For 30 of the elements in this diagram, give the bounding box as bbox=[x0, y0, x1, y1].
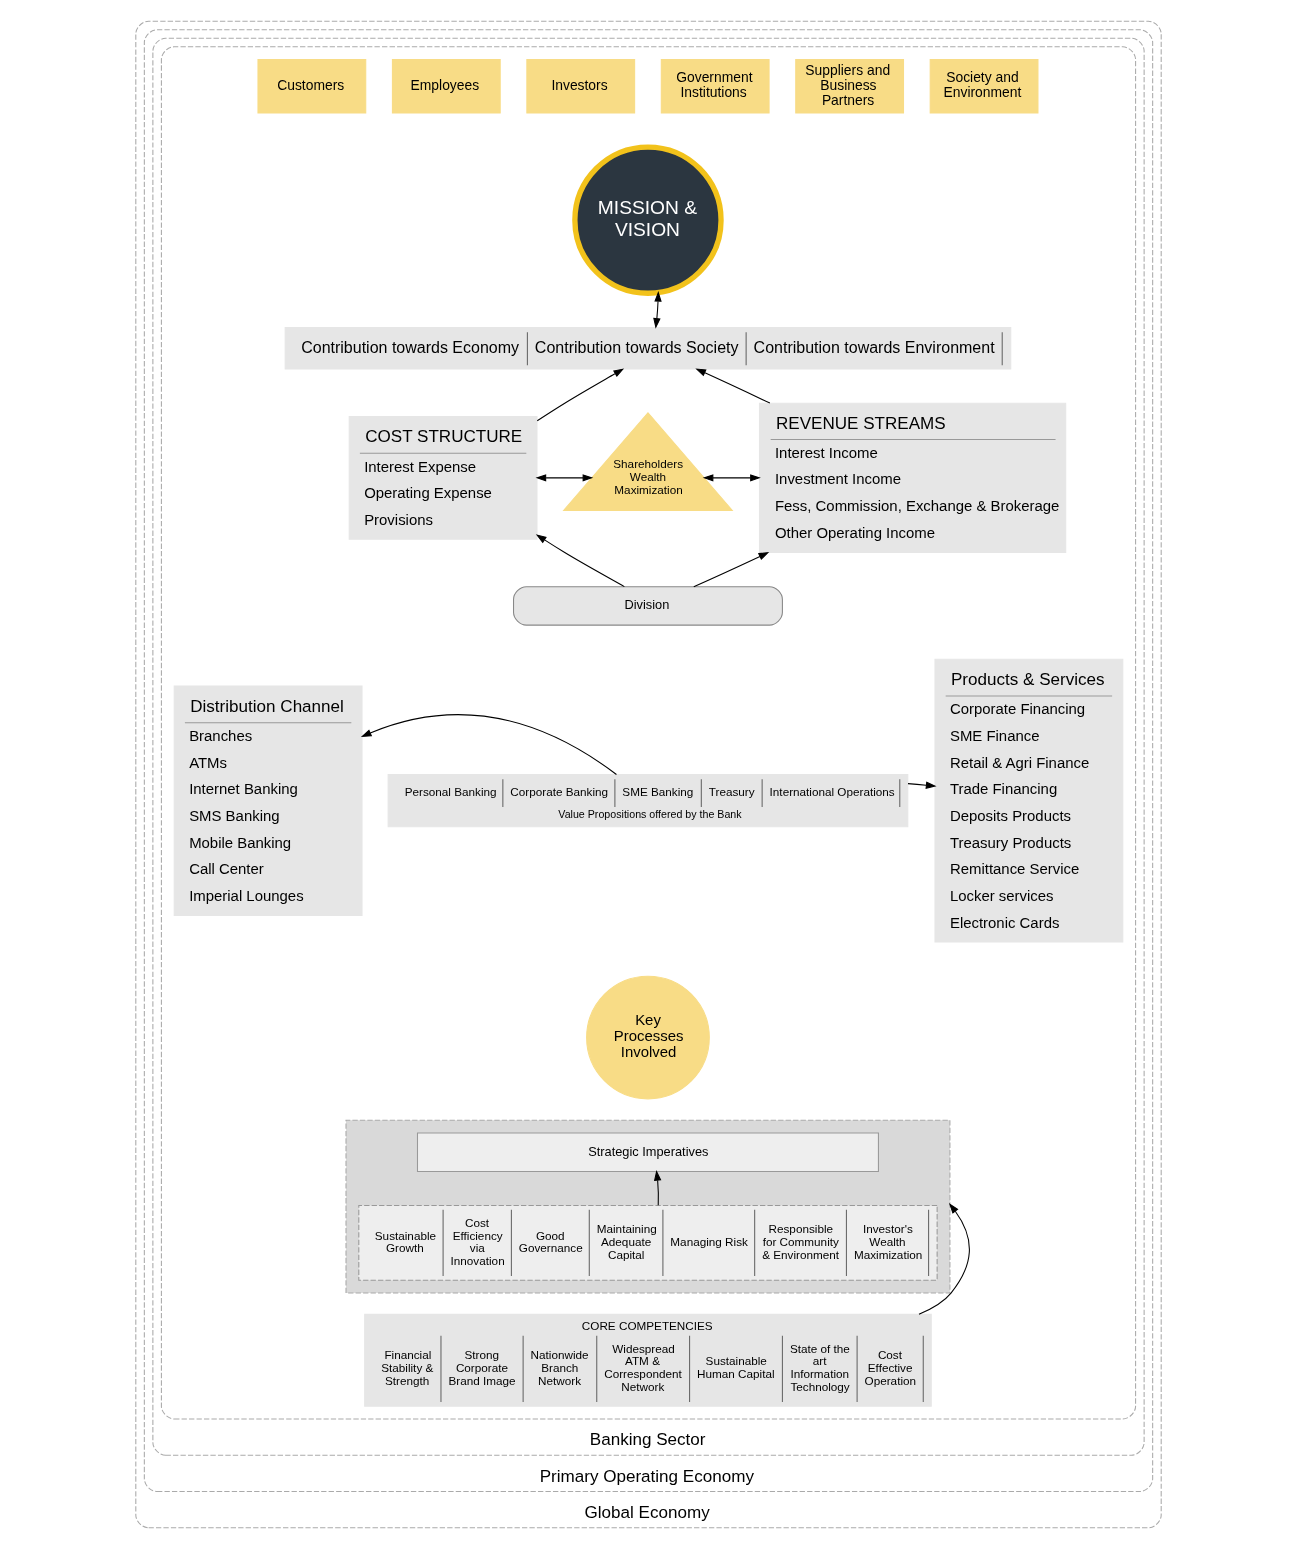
node-circle: Key Processes Involved bbox=[586, 975, 710, 1100]
arrow bbox=[695, 368, 771, 404]
node-box: Society and Environment bbox=[929, 59, 1039, 114]
arrow bbox=[702, 474, 761, 482]
node-box: Customers bbox=[257, 59, 367, 114]
node-box: Government Institutions bbox=[660, 59, 770, 114]
node-box: Distribution Channel Branches ATMs Internet Banking SMS Banking Mobile Banking Call Center Imperial Lounges bbox=[173, 685, 363, 916]
node-box: Personal Banking Corporate Banking SME Banking Treasury International Operations Value Propositions offered by the Bank bbox=[387, 773, 909, 828]
node-box: Suppliers and Business Partners bbox=[795, 59, 905, 114]
node-box: CORE COMPETENCIES Financial Stability & Strength Strong Corporate Brand Image Nationwide Branch Network Widespread ATM & Correspondent Network Sustainable Human Capital State of the art Information Technology Cost Effective Operation bbox=[364, 1313, 932, 1407]
arrow bbox=[535, 534, 625, 588]
node-box: Products & Services Corporate Financing SME Finance Retail & Agri Finance Trade Financing Deposits Products Treasury Products Remittance Service Locker services Electronic Cards bbox=[934, 658, 1124, 943]
arrow bbox=[536, 368, 625, 422]
arrow bbox=[535, 474, 594, 482]
node-box: Investors bbox=[526, 59, 636, 114]
arrow bbox=[653, 1170, 662, 1206]
arrow bbox=[693, 552, 770, 588]
arrow bbox=[918, 1203, 970, 1315]
node-box: Sustainable Growth Cost Efficiency via Innovation Good Governance Maintaining Adequate Capital Managing Risk Responsible for Community & Environment Investor's Wealth Maximization bbox=[358, 1205, 938, 1281]
arrow bbox=[907, 781, 937, 789]
arrow bbox=[360, 714, 617, 775]
node-box: Employees bbox=[391, 59, 501, 114]
arrow bbox=[653, 291, 662, 329]
cluster bbox=[345, 1119, 951, 1294]
node-circle: MISSION & VISION bbox=[572, 144, 724, 296]
node-box: REVENUE STREAMS Interest Income Investment Income Fess, Commission, Exchange & Brokerage Other Operating Income bbox=[758, 402, 1067, 554]
node-box: Division bbox=[513, 586, 783, 626]
node-box: Contribution towards Economy Contribution towards Society Contribution towards Environment bbox=[284, 326, 1012, 370]
node-box: Strategic Imperatives bbox=[416, 1132, 879, 1172]
node-box: COST STRUCTURE Interest Expense Operating Expense Provisions bbox=[348, 416, 538, 540]
